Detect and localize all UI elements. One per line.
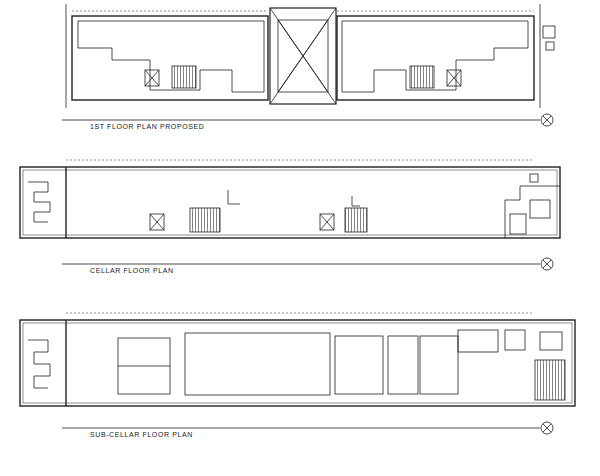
sub-cellar-floor-plan-line: [505, 330, 525, 350]
first-floor-plan-line: [78, 21, 264, 92]
first-floor-plan-line: [546, 42, 554, 50]
first-floor-plan-line: [447, 70, 461, 86]
cellar-floor-plan-line: [23, 170, 557, 235]
first-floor-plan-line: [72, 11, 268, 12]
first-floor-plan-line: [543, 26, 555, 38]
sub-cellar-floor-plan-line: [20, 320, 575, 406]
cellar-floor-plan-line: [28, 182, 50, 222]
sub-cellar-floor-plan-line: [458, 330, 498, 352]
first-floor-plan-line: [72, 16, 268, 100]
first-floor-plan-line: [270, 8, 336, 104]
cellar-floor-plan-line: [66, 160, 534, 161]
sub-cellar-floor-plan: [20, 313, 575, 434]
first-floor-plan-line: [540, 4, 541, 108]
first-floor-plan-line: [337, 11, 534, 12]
first-floor-plan-line: [278, 20, 328, 92]
cellar-floor-plan-line: [510, 214, 526, 234]
first-floor-plan-line: [62, 120, 540, 121]
cellar-floor-plan-line: [150, 214, 164, 230]
sub-cellar-floor-plan-line: [66, 313, 534, 314]
sub-cellar-floor-plan-line: [28, 340, 50, 388]
cellar-floor-plan-line: [543, 260, 551, 268]
first-floor-plan-line: [342, 21, 528, 92]
first-floor-plan-line: [543, 116, 551, 124]
cellar-floor-plan-line: [62, 264, 540, 265]
first-floor-plan: [62, 4, 555, 126]
cellar-floor-plan-line: [320, 214, 334, 230]
first-floor-plan-line: [145, 70, 159, 86]
sub-cellar-floor-plan-line: [420, 336, 458, 394]
cellar-floor-plan-line: [65, 167, 66, 238]
cellar-floor-plan-line: [190, 208, 220, 232]
first-floor-plan-line: [172, 66, 196, 88]
sub-cellar-floor-plan-line: [541, 422, 553, 434]
cellar-floor-plan-line: [505, 186, 560, 238]
sub-cellar-floor-plan-line: [23, 323, 572, 403]
cellar-floor-plan-line: [352, 196, 360, 206]
cellar-floor-plan-line: [541, 258, 553, 270]
cellar-floor-plan-line: [530, 200, 550, 218]
first-floor-plan-line: [337, 16, 534, 100]
cellar-floor-plan-line: [228, 190, 240, 204]
first-floor-plan-line: [541, 114, 553, 126]
sub-cellar-floor-plan-line: [65, 320, 66, 406]
sub-cellar-floor-plan-line: [535, 360, 565, 400]
cellar-floor-plan-line: [530, 174, 538, 182]
cellar-floor-plan-line: [20, 167, 560, 238]
plan-title: 1ST FLOOR PLAN PROPOSED: [88, 123, 206, 131]
sub-cellar-floor-plan-line: [118, 366, 170, 367]
sub-cellar-floor-plan-line: [185, 333, 330, 395]
first-floor-plan-line: [66, 4, 67, 108]
sub-cellar-floor-plan-line: [388, 336, 418, 394]
first-floor-plan-line: [278, 20, 328, 92]
sub-cellar-floor-plan-line: [62, 428, 540, 429]
cellar-floor-plan-line: [320, 214, 334, 230]
plan-title: CELLAR FLOOR PLAN: [88, 267, 176, 275]
plan-title: SUB-CELLAR FLOOR PLAN: [88, 431, 195, 439]
first-floor-plan-line: [410, 66, 434, 88]
cellar-floor-plan: [20, 160, 560, 270]
cellar-floor-plan-line: [345, 208, 367, 232]
first-floor-plan-line: [270, 8, 336, 104]
sub-cellar-floor-plan-line: [540, 332, 562, 350]
sub-cellar-floor-plan-line: [118, 338, 170, 394]
first-floor-plan-line: [447, 70, 461, 86]
sub-cellar-floor-plan-line: [335, 336, 383, 394]
cellar-floor-plan-line: [150, 214, 164, 230]
first-floor-plan-line: [145, 70, 159, 86]
sub-cellar-floor-plan-line: [543, 424, 551, 432]
